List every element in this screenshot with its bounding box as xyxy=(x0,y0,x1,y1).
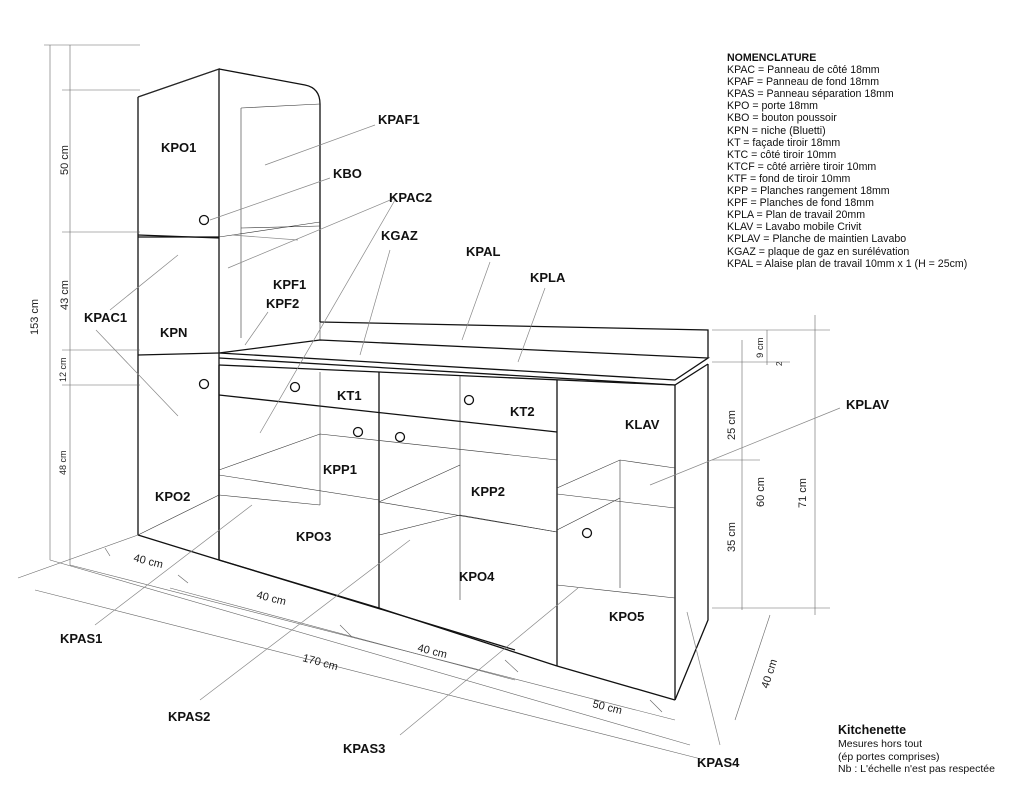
dim-12: 12 cm xyxy=(58,357,68,382)
nomenclature-item: KLAV = Lavabo mobile Crivit xyxy=(727,221,862,234)
leader-kgaz xyxy=(359,249,391,356)
label-klav: KLAV xyxy=(625,417,660,432)
leader-kpas1 xyxy=(94,504,253,626)
dim-2: 2 xyxy=(775,361,784,366)
label-kpas3: KPAS3 xyxy=(343,741,385,756)
nomenclature-item: KPAS = Panneau séparation 18mm xyxy=(727,88,894,101)
leader-kpas2 xyxy=(199,539,411,701)
leader-kpas4 xyxy=(686,611,721,746)
label-kpas2: KPAS2 xyxy=(168,709,210,724)
nomenclature-item: KPP = Planches rangement 18mm xyxy=(727,185,890,198)
label-kpp1: KPP1 xyxy=(323,462,357,477)
label-kt1: KT1 xyxy=(337,388,362,403)
dim-40-b: 40 cm xyxy=(255,589,287,608)
leader-kpac1 xyxy=(95,329,179,417)
leader-lines xyxy=(94,124,841,746)
leader-kpac2 xyxy=(259,199,396,434)
nomenclature-item: KTF = fond de tiroir 10mm xyxy=(727,172,851,185)
nomenclature-item: KPN = niche (Bluetti) xyxy=(727,124,826,137)
leader-kbo xyxy=(209,177,331,221)
label-kpac1: KPAC1 xyxy=(84,310,127,325)
push-button-icon xyxy=(289,381,301,393)
label-kpo2: KPO2 xyxy=(155,489,190,504)
leader-kpf1 xyxy=(231,234,299,241)
dim-60: 60 cm xyxy=(755,477,767,507)
part-labels: KPO1 KPAF1 KBO KPAC2 KGAZ KPAL KPLA KPF1… xyxy=(60,112,889,770)
dim-9: 9 cm xyxy=(755,337,766,358)
label-kpaf1: KPAF1 xyxy=(378,112,420,127)
push-button-icon xyxy=(394,431,406,443)
push-button-icon xyxy=(198,378,210,390)
push-button-icon xyxy=(581,527,593,539)
nomenclature-item: KT = façade tiroir 18mm xyxy=(727,136,841,149)
leader-kpla xyxy=(517,287,546,363)
dim-35: 35 cm xyxy=(726,522,738,552)
nomenclature-item: KPLA = Plan de travail 20mm xyxy=(727,209,866,222)
nomenclature-item: KBO = bouton poussoir xyxy=(727,112,837,125)
nomenclature-item: KGAZ = plaque de gaz en surélévation xyxy=(727,245,910,258)
dim-153: 153 cm xyxy=(29,299,41,335)
nomenclature-item: KPO = porte 18mm xyxy=(727,100,818,113)
label-kpf2: KPF2 xyxy=(266,296,299,311)
label-kpf1: KPF1 xyxy=(273,277,306,292)
dim-170: 170 cm xyxy=(301,652,339,673)
nomenclature-item: KPAL = Alaise plan de travail 10mm x 1 (… xyxy=(727,257,968,270)
label-kplav: KPLAV xyxy=(846,397,889,412)
leader-kpal xyxy=(461,261,491,341)
label-kpac2: KPAC2 xyxy=(389,190,432,205)
push-button-icon xyxy=(352,426,364,438)
dim-25: 25 cm xyxy=(726,410,738,440)
dim-40-a: 40 cm xyxy=(132,552,164,571)
leader-kpaf1 xyxy=(264,124,376,166)
label-kpp2: KPP2 xyxy=(471,484,505,499)
push-button-icon xyxy=(463,394,475,406)
label-kpla: KPLA xyxy=(530,270,566,285)
label-kpo1: KPO1 xyxy=(161,140,196,155)
note-title: Kitchenette xyxy=(838,723,907,737)
leader-kpf2 xyxy=(244,311,269,346)
label-kpn: KPN xyxy=(160,325,187,340)
nomenclature-title: NOMENCLATURE xyxy=(727,52,817,64)
label-kpas1: KPAS1 xyxy=(60,631,102,646)
dim-71: 71 cm xyxy=(797,478,809,508)
push-buttons xyxy=(198,214,593,539)
nomenclature-item: KTC = côté tiroir 10mm xyxy=(727,148,837,161)
leader-kpas3 xyxy=(399,587,579,736)
dim-48: 48 cm xyxy=(58,450,68,475)
label-kpo3: KPO3 xyxy=(296,529,331,544)
label-kgaz: KGAZ xyxy=(381,228,418,243)
note-line-3: Nb : L'échelle n'est pas respectée xyxy=(838,763,995,775)
leader-kpac2b xyxy=(227,197,396,269)
dim-40-depth: 40 cm xyxy=(759,658,780,690)
nomenclature-item: KPLAV = Planche de maintien Lavabo xyxy=(727,233,907,246)
label-kpo5: KPO5 xyxy=(609,609,644,624)
dimension-lines xyxy=(17,44,830,761)
label-kt2: KT2 xyxy=(510,404,535,419)
kitchenette-note: Kitchenette Mesures hors tout (ép portes… xyxy=(838,722,995,776)
label-kbo: KBO xyxy=(333,166,362,181)
note-line-1: Mesures hors tout xyxy=(838,738,923,750)
base-cabinet xyxy=(218,321,711,701)
nomenclature-item: KPAF = Panneau de fond 18mm xyxy=(727,76,880,89)
leader-kpac1b xyxy=(109,254,179,311)
nomenclature-item: KTCF = côté arrière tiroir 10mm xyxy=(727,160,877,173)
dim-50-width: 50 cm xyxy=(591,698,623,717)
dim-50: 50 cm xyxy=(59,145,71,175)
label-kpal: KPAL xyxy=(466,244,500,259)
nomenclature-item: KPAC = Panneau de côté 18mm xyxy=(727,64,880,77)
dim-40-c: 40 cm xyxy=(416,642,448,661)
nomenclature-item: KPF = Planches de fond 18mm xyxy=(727,197,874,210)
note-line-2: (ép portes comprises) xyxy=(838,750,940,763)
label-kpas4: KPAS4 xyxy=(697,755,740,770)
push-button-icon xyxy=(198,214,210,226)
nomenclature-legend: NOMENCLATURE KPAC = Panneau de côté 18mm… xyxy=(727,52,967,270)
leader-kplav xyxy=(649,407,841,486)
label-kpo4: KPO4 xyxy=(459,569,495,584)
dim-43: 43 cm xyxy=(59,280,71,310)
